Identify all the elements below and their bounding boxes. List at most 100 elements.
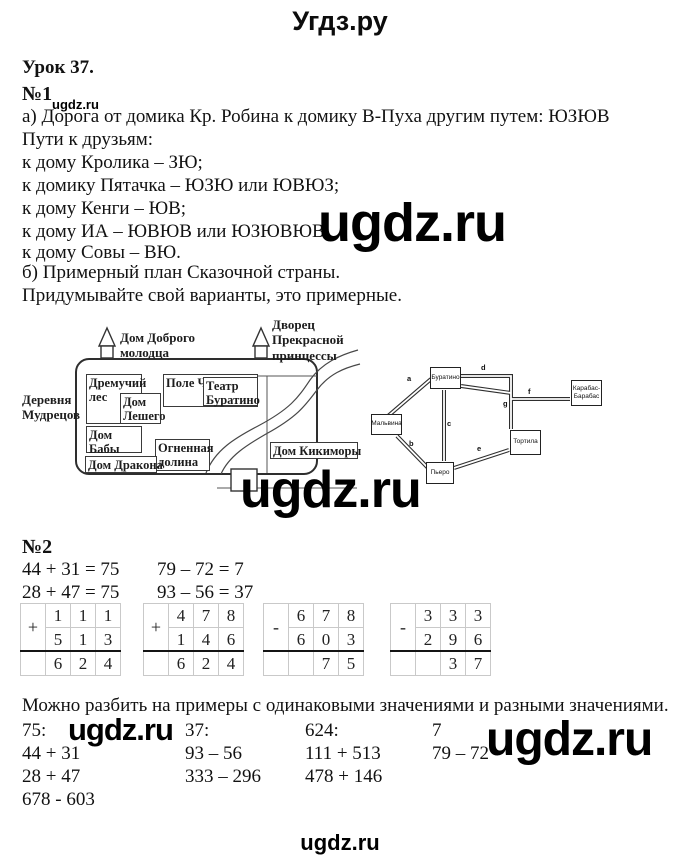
task1-number: №1 [22, 83, 53, 105]
grid-equals-bar [20, 650, 121, 652]
grid-cell: 2 [71, 652, 95, 675]
map-label-village: Деревня Мудрецов [22, 392, 81, 423]
group-item: 478 + 146 [305, 766, 383, 787]
column-grid-addition-1: + 1 1 1 5 1 3 6 2 4 [20, 603, 121, 676]
task1-path-line: к дому ИА – ЮВЮВ или ЮЗЮВЮВ; [22, 221, 330, 242]
task1-paths-intro: Пути к друзьям: [22, 129, 154, 150]
grid-cell: 8 [339, 604, 363, 627]
graph-edge-label-a: a [407, 374, 412, 383]
grid-cell: 1 [71, 604, 95, 627]
grid-cell [264, 652, 288, 675]
map-box-kikimora: Дом Кикиморы [270, 442, 361, 459]
group-item: 93 – 56 [185, 743, 242, 764]
task1-line-b: б) Примерный план Сказочной страны. [22, 262, 341, 283]
grid-cell: 7 [466, 652, 490, 675]
grid-cell: 5 [46, 628, 70, 651]
grid-cell: 6 [219, 628, 243, 651]
grid-cell: 7 [314, 652, 338, 675]
grid-cell: 4 [96, 652, 120, 675]
task1-path-line: к домику Пятачка – ЮЗЮ или ЮВЮЗ; [22, 175, 340, 196]
column-grid-subtraction-2: - 3 3 3 2 9 6 3 7 [390, 603, 491, 676]
graph-edge-label-c: c [447, 419, 452, 428]
grid-cell [289, 652, 313, 675]
grid-cell: 1 [46, 604, 70, 627]
group-item: 44 + 31 [22, 743, 81, 764]
group-item: 333 – 296 [185, 766, 261, 787]
task1-line-a: а) Дорога от домика Кр. Робина к домику … [22, 106, 610, 127]
grid-cell [21, 652, 45, 675]
task1-path-line: к дому Кролика – ЗЮ; [22, 152, 203, 173]
grid-cell: 6 [289, 604, 313, 627]
grid-cell: 3 [416, 604, 440, 627]
group-item: 678 - 603 [22, 789, 95, 810]
graph-node-karabas: Карабас-Барабас [571, 380, 602, 406]
graph-edge-label-d: d [481, 363, 486, 372]
watermark-large-top: ugdz.ru [318, 193, 507, 253]
site-title: Угдз.ру [292, 6, 388, 36]
grid-cell: 3 [96, 628, 120, 651]
grid-cell: 1 [169, 628, 193, 651]
group-column-37: 37: 93 – 56 333 – 296 [185, 719, 261, 788]
group-value: 75: [22, 720, 47, 741]
grid-cell: 1 [71, 628, 95, 651]
grid-cell: 3 [466, 604, 490, 627]
task2-number: №2 [22, 536, 53, 558]
watermark-large-middle: ugdz.ru [240, 461, 422, 519]
task2-note: Можно разбить на примеры с одинаковыми з… [22, 695, 669, 716]
grid-cell: 6 [169, 652, 193, 675]
graph-edges-core [387, 375, 570, 469]
graph-edge-label-f: f [528, 387, 531, 396]
grid-equals-bar [263, 650, 364, 652]
grid-cell: 6 [289, 628, 313, 651]
map-label-tower1: Дом Доброго молодца [120, 330, 196, 361]
map-box-baba-yaga: Дом Бабы Яги [86, 426, 142, 470]
grid-cell [391, 652, 415, 675]
graph-edge-label-e: e [477, 444, 482, 453]
task2-equation: 44 + 31 = 75 [22, 559, 120, 580]
watermark-small: ugdz.ru [52, 97, 99, 112]
grid-cell: 3 [441, 604, 465, 627]
group-column-75: 75: 44 + 31 28 + 47 678 - 603 [22, 719, 95, 811]
group-column-624: 624: 111 + 513 478 + 146 [305, 719, 382, 788]
group-item: 111 + 513 [305, 743, 381, 764]
grid-equals-bar [390, 650, 491, 652]
grid-cell: 7 [194, 604, 218, 627]
grid-cell: 1 [96, 604, 120, 627]
task1-path-line: к дому Кенги – ЮВ; [22, 198, 187, 219]
map-label-tower2: Дворец Прекрасной принцессы [272, 317, 344, 363]
graph-node-tortila: Тортила [510, 430, 541, 455]
column-grid-subtraction-1: - 6 7 8 6 0 3 7 5 [263, 603, 364, 676]
grid-cell: 6 [46, 652, 70, 675]
group-item: 79 – 72 [432, 743, 489, 764]
grid-operator: + [21, 604, 45, 651]
task1-line-b-note: Придумывайте свой варианты, это примерны… [22, 285, 402, 306]
grid-operator: - [391, 604, 415, 651]
grid-cell: 3 [441, 652, 465, 675]
graph-edges [386, 374, 570, 470]
group-value: 37: [185, 720, 210, 741]
grid-operator: + [144, 604, 168, 651]
task2-equation: 28 + 47 = 75 [22, 582, 120, 603]
watermark-large-bottom-right: ugdz.ru [486, 713, 653, 766]
map-box-theater: Театр Буратино [203, 377, 260, 407]
grid-cell: 3 [339, 628, 363, 651]
footer-watermark: ugdz.ru [300, 830, 380, 855]
graph-node-buratino: Буратино [430, 367, 461, 389]
column-grid-addition-2: + 4 7 8 1 4 6 6 2 4 [143, 603, 244, 676]
grid-cell: 6 [466, 628, 490, 651]
watermark-medium-bottom-left: ugdz.ru [68, 712, 174, 747]
graph-edge-label-b: b [409, 439, 414, 448]
graph-node-piero: Пьеро [426, 462, 454, 484]
grid-cell: 2 [416, 628, 440, 651]
grid-operator: - [264, 604, 288, 651]
group-value: 7 [432, 720, 442, 741]
grid-cell: 2 [194, 652, 218, 675]
map-box-leshy: Дом Лешего [120, 393, 166, 424]
group-column-7: 7 79 – 72 [432, 719, 489, 765]
task2-equation: 93 – 56 = 37 [157, 582, 254, 603]
group-value: 624: [305, 720, 339, 741]
grid-cell: 7 [314, 604, 338, 627]
grid-cell [144, 652, 168, 675]
grid-cell: 4 [194, 628, 218, 651]
